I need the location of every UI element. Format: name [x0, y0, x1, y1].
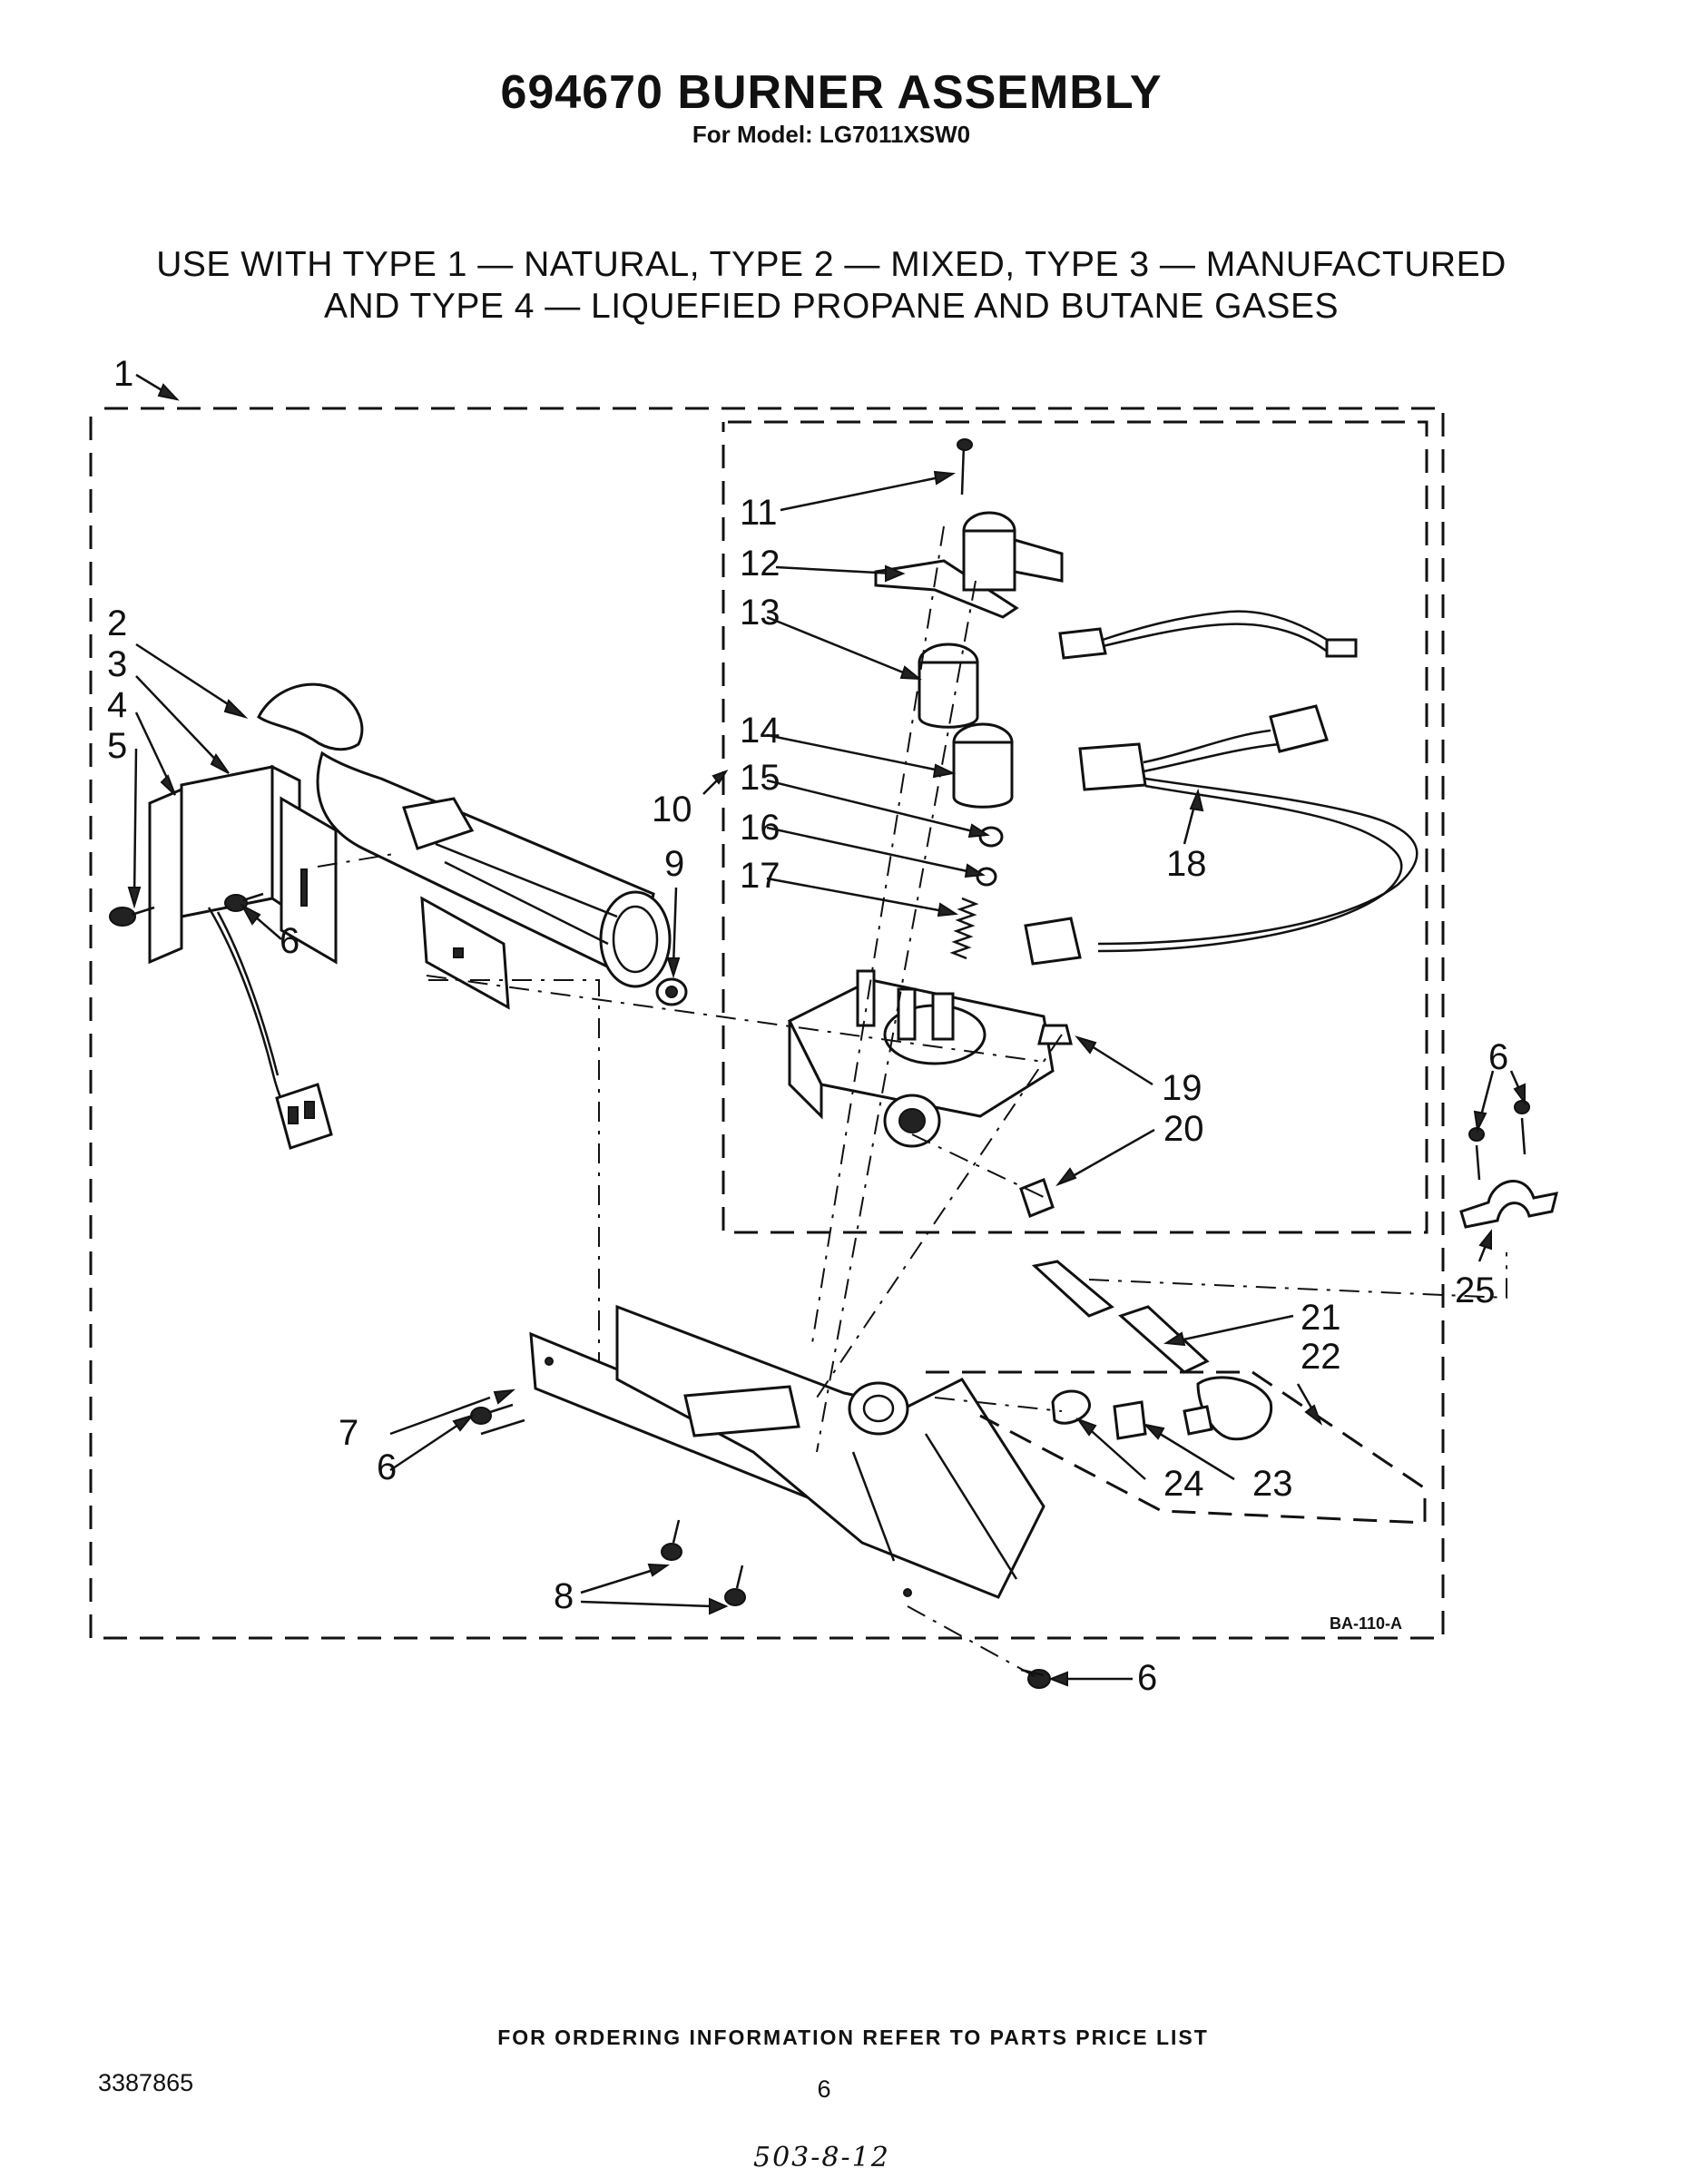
- ordering-note: FOR ORDERING INFORMATION REFER TO PARTS …: [497, 2026, 1209, 2049]
- callout-16: 16: [740, 808, 780, 848]
- callout-14: 14: [740, 711, 780, 751]
- screw-6-bottom: [1020, 1668, 1051, 1689]
- callout-9: 9: [664, 844, 684, 884]
- callout-11: 11: [740, 493, 778, 533]
- callout-1: 1: [113, 354, 133, 394]
- screws-8: [661, 1519, 746, 1606]
- callout-6-a: 6: [280, 921, 299, 961]
- callout-15: 15: [740, 758, 780, 798]
- gas-type-line-1: USE WITH TYPE 1 — NATURAL, TYPE 2 — MIXE…: [156, 245, 1507, 284]
- callout-20: 20: [1163, 1109, 1204, 1149]
- gas-fittings: [1031, 1260, 1273, 1441]
- callout-24: 24: [1163, 1464, 1204, 1504]
- callout-4: 4: [107, 685, 127, 725]
- screw-6-left: [224, 892, 264, 912]
- handwritten-note: 503-8-12: [753, 2142, 890, 2173]
- burner-tube: [257, 682, 672, 988]
- callout-17: 17: [740, 856, 780, 896]
- wire-harness: [1024, 610, 1418, 966]
- callout-2: 2: [107, 603, 127, 643]
- screw-5: [109, 906, 155, 927]
- callout-6-c: 6: [1488, 1037, 1508, 1077]
- callout-8: 8: [554, 1576, 574, 1616]
- assembly-frame-outer: [89, 407, 1445, 1640]
- figure-code: BA-110-A: [1330, 1614, 1402, 1633]
- callout-3: 3: [107, 644, 127, 684]
- screw-6-bracket-left: [470, 1403, 514, 1425]
- callout-5: 5: [107, 726, 127, 766]
- part-number: 3387865: [98, 2069, 194, 2096]
- page-number: 6: [817, 2075, 831, 2103]
- gas-type-line-2: AND TYPE 4 — LIQUEFIED PROPANE AND BUTAN…: [324, 287, 1339, 326]
- callout-labels: 1 2 3 4 5 6 7 6 8 9 10 11 12 13 14 15 16…: [107, 354, 1508, 1698]
- fitting-frame: [926, 1370, 1427, 1525]
- callout-12: 12: [740, 544, 780, 584]
- model-subtitle: For Model: LG7011XSW0: [692, 121, 971, 148]
- callout-21: 21: [1301, 1298, 1341, 1338]
- burner-bracket: [148, 764, 338, 1150]
- leader-lines: [127, 470, 1526, 1687]
- page-title: 694670 BURNER ASSEMBLY: [500, 66, 1163, 119]
- valve-frame-inner: [721, 420, 1428, 1234]
- callout-25: 25: [1455, 1270, 1496, 1310]
- callout-10: 10: [652, 790, 692, 829]
- callout-23: 23: [1252, 1464, 1293, 1504]
- orifice-9: [655, 977, 688, 1006]
- callout-19: 19: [1162, 1068, 1202, 1108]
- callout-7: 7: [339, 1413, 358, 1453]
- callout-22: 22: [1301, 1337, 1341, 1377]
- callout-6-d: 6: [1137, 1658, 1157, 1698]
- callout-13: 13: [740, 593, 780, 633]
- callout-6-b: 6: [377, 1447, 397, 1487]
- sensor-bracket: [420, 896, 510, 1010]
- gas-valve: [787, 438, 1073, 1218]
- callout-18: 18: [1166, 844, 1207, 884]
- manifold-bracket: [529, 1304, 1045, 1599]
